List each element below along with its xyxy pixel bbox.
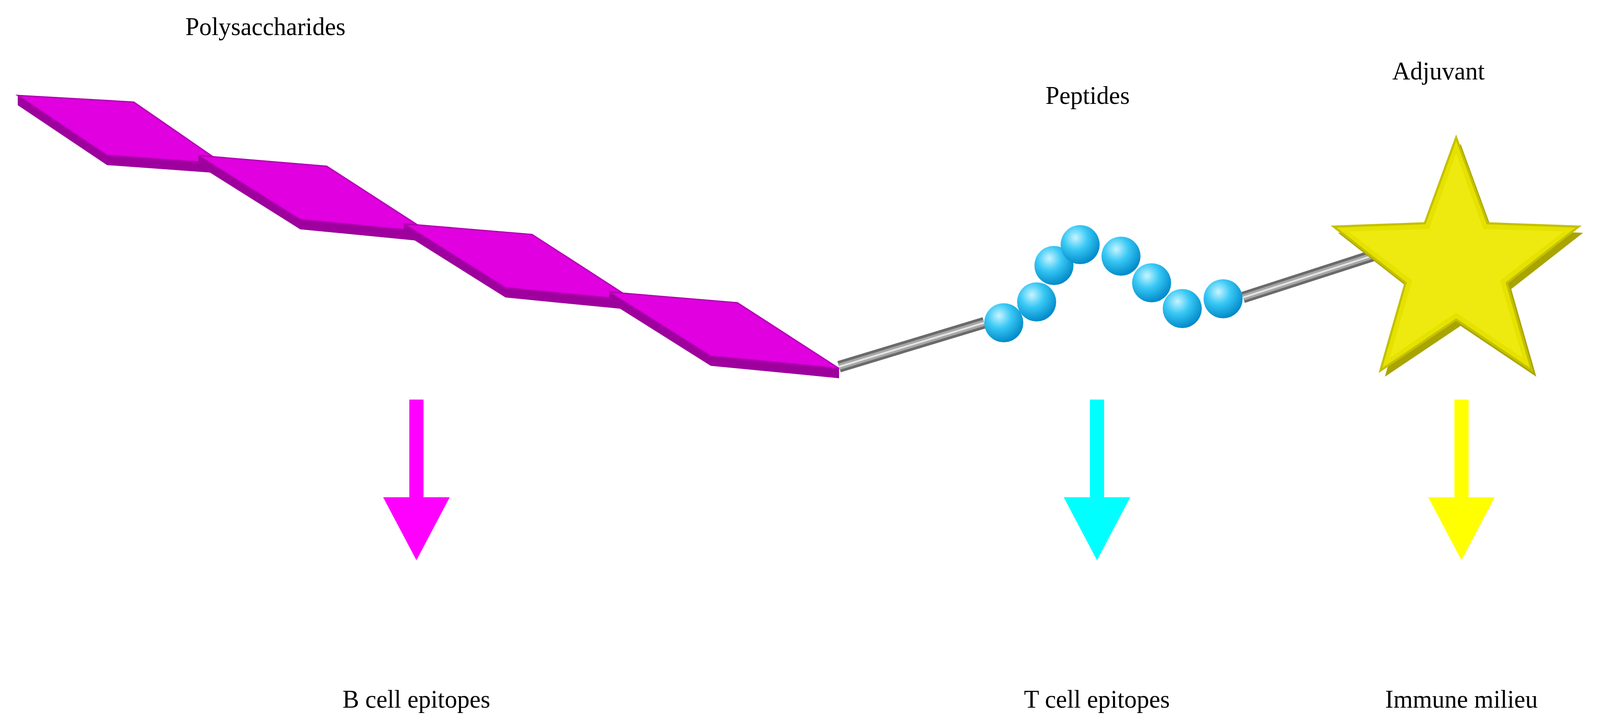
rod-stroke — [839, 322, 985, 367]
t-cell-arrow — [1063, 399, 1131, 561]
sugar-side — [403, 223, 634, 310]
sugar-side — [198, 155, 429, 242]
node-shape — [1380, 48, 1594, 391]
rod-stroke — [1243, 253, 1381, 298]
polysaccharide-chain — [17, 95, 840, 379]
amino-acid-bead — [1203, 279, 1243, 319]
node-heading: Adjuvant — [1392, 56, 1485, 86]
sugar-unit — [403, 223, 634, 301]
rod-stroke — [839, 322, 985, 367]
amino-acid-bead — [1101, 236, 1141, 276]
role-label: T cell epitopes — [1024, 685, 1171, 714]
linker-rod — [1243, 253, 1381, 298]
node-heading: Polysaccharides — [185, 12, 346, 41]
star-shadow — [1338, 143, 1584, 377]
rod-stroke — [839, 322, 985, 367]
sugar-unit — [17, 95, 224, 164]
arrow-head — [383, 497, 450, 561]
sugar-unit — [198, 155, 429, 232]
arrow-shaft — [1454, 399, 1469, 500]
peptide-node: Peptides — [984, 75, 1244, 351]
node-shape — [13, 8, 840, 387]
arrow-shaft — [1089, 399, 1105, 500]
arrow-head — [1428, 497, 1495, 561]
adjuvant-star — [1333, 137, 1584, 377]
arrow-head — [1063, 497, 1131, 561]
polysaccharide-node: Polysaccharides — [13, 8, 840, 387]
node-heading: Peptides — [1045, 81, 1130, 110]
rod-stroke — [1243, 253, 1381, 298]
rod-stroke — [1243, 253, 1381, 298]
linker-rod — [839, 322, 985, 367]
sugar-unit — [609, 292, 840, 369]
role-label: Immune milieu — [1385, 685, 1538, 714]
star-face — [1348, 153, 1565, 358]
amino-acid-bead — [1162, 289, 1202, 329]
star — [1333, 137, 1579, 371]
amino-acid-bead — [1060, 225, 1100, 265]
amino-acid-bead — [984, 303, 1024, 343]
sugar-side — [17, 95, 224, 174]
arrow-shaft — [409, 399, 424, 500]
b-cell-arrow — [383, 399, 450, 561]
peptide-chain — [984, 225, 1243, 343]
adjuvant-node: Adjuvant — [1380, 48, 1594, 391]
immune-arrow — [1428, 399, 1495, 561]
node-shape — [984, 75, 1244, 351]
amino-acid-bead — [1017, 282, 1057, 322]
sugar-side — [609, 292, 840, 379]
role-label: B cell epitopes — [342, 685, 491, 714]
amino-acid-bead — [1132, 263, 1172, 303]
